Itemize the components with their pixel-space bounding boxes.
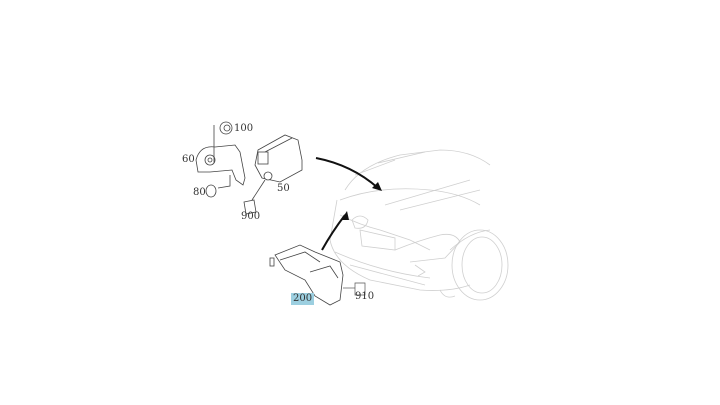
- callout-910: 910: [355, 291, 375, 302]
- bracket-60: [195, 125, 246, 186]
- callout-50: 50: [277, 183, 290, 194]
- callout-80: 80: [193, 187, 206, 198]
- assembly-arrows: [315, 157, 379, 251]
- connector-910: [343, 282, 366, 296]
- mounting-bracket-200: [269, 244, 344, 306]
- connector-900: [243, 179, 266, 215]
- callout-900: 900: [241, 211, 261, 222]
- sensor-module-50: [254, 134, 303, 183]
- callout-60: 60: [182, 154, 195, 165]
- callout-200: 200: [291, 293, 315, 305]
- nut-80: [205, 175, 231, 198]
- nut-100: [219, 121, 233, 135]
- arrow-head-icon: [372, 182, 382, 191]
- arrow-head-icon: [341, 211, 349, 220]
- vehicle-front-outline: [329, 149, 509, 301]
- callout-100: 100: [234, 123, 254, 134]
